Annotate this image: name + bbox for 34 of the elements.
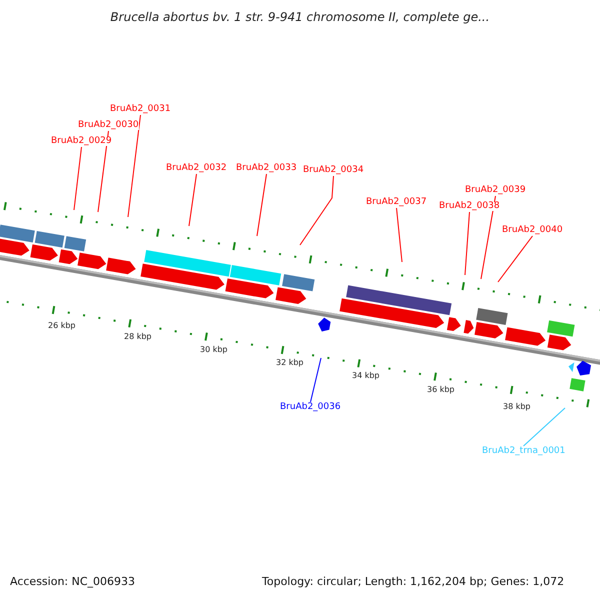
scale-label: 28 kbp	[124, 333, 152, 341]
leader-line	[523, 408, 566, 446]
leader-line	[188, 174, 197, 226]
leader-line	[98, 130, 109, 212]
gene-label: BruAb2_0029	[51, 137, 112, 146]
scale-label: 36 kbp	[427, 386, 455, 394]
title: Brucella abortus bv. 1 str. 9-941 chromosome II, complete ge...	[109, 11, 491, 23]
leader-line	[128, 114, 141, 218]
scale-label: 26 kbp	[48, 322, 76, 330]
scale-label: 38 kbp	[503, 403, 531, 411]
gene-label: BruAb2_trna_0001	[482, 447, 566, 456]
gene-label: BruAb2_0031	[110, 105, 171, 114]
accession-text: Accession: NC_006933	[10, 576, 136, 587]
gene-label: BruAb2_0040	[502, 226, 563, 235]
gene-label: BruAb2_0034	[303, 166, 364, 175]
gene-label: BruAb2_0036	[280, 403, 341, 412]
scale-label: 32 kbp	[276, 359, 304, 367]
leader-line	[498, 236, 533, 282]
scale-label: 34 kbp	[352, 372, 380, 380]
gene-label: BruAb2_0030	[78, 121, 139, 130]
leader-line	[396, 208, 402, 262]
gene-label: BruAb2_0032	[166, 164, 227, 173]
gene-label: BruAb2_0033	[236, 164, 297, 173]
leader-line	[256, 174, 267, 236]
genome-info-text: Topology: circular; Length: 1,162,204 bp; Genes: 1,072	[262, 576, 564, 587]
scale-label: 30 kbp	[200, 346, 228, 354]
leader-line	[464, 212, 470, 276]
leader-line	[310, 358, 322, 402]
leader-line	[74, 146, 82, 210]
leader-line	[300, 176, 334, 246]
gene-label: BruAb2_0038	[439, 202, 500, 211]
gene-label: BruAb2_0039	[465, 186, 526, 195]
gene-label: BruAb2_0037	[366, 198, 427, 207]
leader-line	[480, 196, 496, 280]
